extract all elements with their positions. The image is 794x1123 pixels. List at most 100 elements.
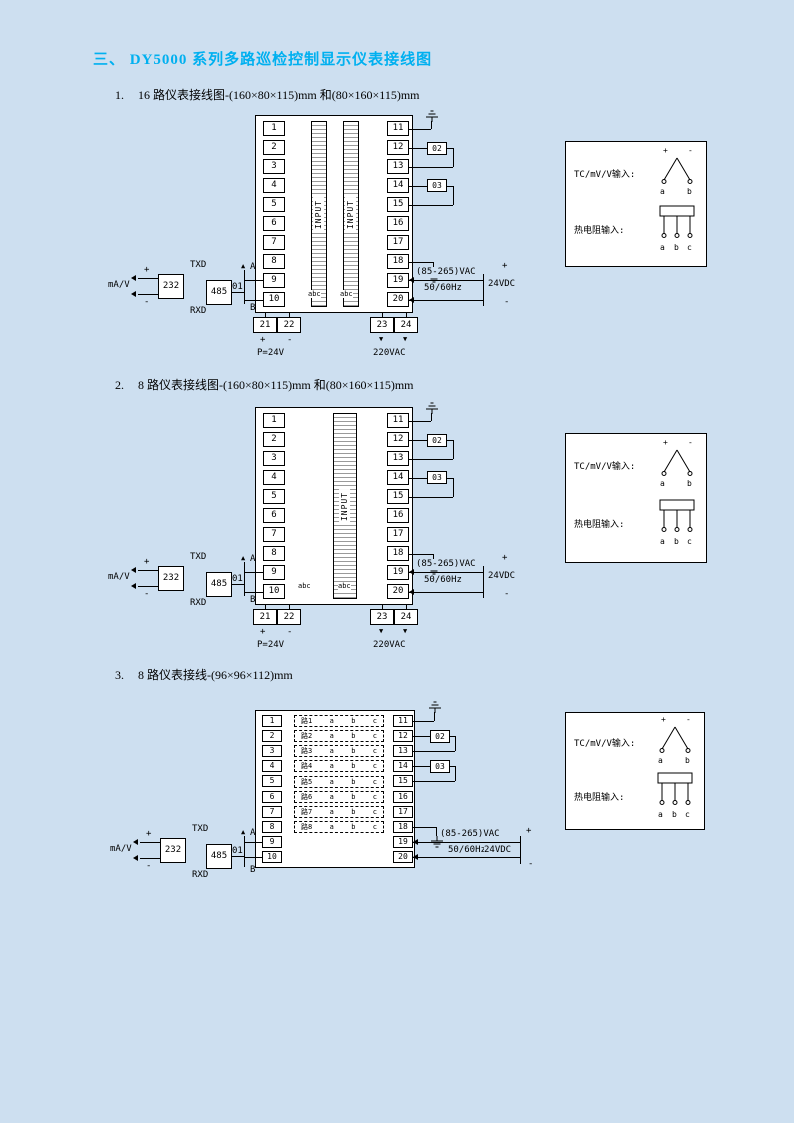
sensor-input-panel: TC/mV/V输入: + - a b 热电阻输入: a b c (565, 712, 705, 830)
rtd-terminal-c: c (685, 810, 690, 819)
terminal: 4 (263, 470, 285, 485)
wire (409, 280, 483, 281)
tc-plus: + (661, 715, 666, 724)
arrow-left-icon (133, 855, 138, 861)
terminal: 15 (393, 775, 413, 788)
vac-range-label: (85-265)VAC (416, 559, 476, 569)
arrow-up-icon: ▲ (241, 828, 246, 836)
terminal-a-label: a (329, 792, 334, 801)
arrow-down-icon: ▼ (379, 335, 384, 343)
terminal: 11 (393, 715, 413, 727)
terminal-c-label: c (372, 822, 377, 831)
rtd-terminal-a: a (660, 243, 665, 252)
terminal: 9 (262, 835, 282, 848)
ma-v-output-label: mA/V (108, 572, 130, 582)
channel-row: 路7 a b c (294, 805, 384, 818)
channel-row: 路5 a b c (294, 775, 384, 788)
terminal-c-label: c (372, 807, 377, 816)
wire (409, 592, 483, 593)
wire (265, 605, 266, 609)
tc-minus: - (686, 715, 691, 724)
ma-v-output-label: mA/V (108, 280, 130, 290)
terminal: 7 (263, 527, 285, 542)
wire (409, 459, 453, 460)
terminal: 9 (263, 273, 285, 288)
channel-row: 路8 a b c (294, 820, 384, 833)
rtd-terminal-b: b (674, 243, 679, 252)
wire (406, 313, 407, 317)
line-b-label: B (250, 595, 256, 605)
arrow-left-icon (409, 297, 414, 303)
terminal: 2 (263, 140, 285, 155)
arrow-down-icon: ▼ (379, 627, 384, 635)
arrow-left-icon (131, 275, 136, 281)
terminal-a-label: a (329, 717, 334, 725)
rxd-label: RXD (192, 870, 209, 880)
terminal: 1 (263, 121, 285, 136)
wire (436, 827, 437, 836)
arrow-up-icon: ▲ (241, 262, 246, 270)
wire (453, 440, 454, 459)
arrow-down-icon: ▼ (403, 627, 408, 635)
terminal: 10 (263, 584, 285, 599)
wire (244, 572, 263, 573)
input-connector-strip: INPUT (311, 121, 327, 307)
channel-label: 路3 (301, 747, 313, 756)
wire (244, 836, 245, 867)
ground-icon (426, 402, 438, 414)
wire (409, 262, 433, 263)
wire (431, 413, 432, 421)
plus-sign: + (260, 627, 266, 637)
tc-minus: - (688, 438, 693, 447)
terminal: 8 (263, 254, 285, 269)
wire (382, 313, 383, 317)
p24v-label: P=24V (257, 348, 285, 358)
terminal: 22 (277, 317, 301, 333)
wire (453, 186, 454, 205)
channel-label: 路7 (301, 807, 313, 816)
wire (244, 270, 245, 304)
terminal: 16 (393, 790, 413, 803)
rs232-box: 232 (160, 838, 186, 863)
wire (244, 857, 262, 858)
vac-range-label: (85-265)VAC (440, 829, 500, 839)
thermocouple-icon (659, 726, 691, 753)
relay-output-02-box: 02 (427, 142, 447, 155)
tc-terminal-b: b (687, 187, 692, 196)
channel-row: 路6 a b c (294, 790, 384, 803)
terminal: 1 (263, 413, 285, 428)
terminal: 8 (262, 820, 282, 833)
wire (289, 605, 290, 609)
arrow-left-icon (413, 854, 418, 860)
terminal-b-label: b (351, 762, 356, 771)
terminal: 23 (370, 317, 394, 333)
terminal: 14 (393, 760, 413, 773)
tc-terminal-a: a (660, 479, 665, 488)
terminal-b-label: b (351, 792, 356, 801)
ground-icon (429, 701, 441, 713)
wire (413, 751, 455, 752)
arrow-down-icon: ▼ (403, 335, 408, 343)
terminal: 20 (387, 292, 409, 307)
wire (244, 280, 263, 281)
section-number: 2. (115, 378, 124, 392)
tc-plus: + (663, 438, 668, 447)
rtd-input-label: 热电阻输入: (574, 226, 625, 236)
section-3-heading: 3.8 路仪表接线-(96×96×112)mm (115, 666, 293, 683)
terminal: 3 (263, 451, 285, 466)
wire (413, 827, 436, 828)
wire (409, 554, 433, 555)
terminal: 5 (263, 197, 285, 212)
terminal: 6 (263, 216, 285, 231)
terminal-a-label: a (329, 732, 334, 741)
terminal: 15 (387, 489, 409, 504)
channel-rows: 路1 a b c 路2 a b c 路3 a b c 路4 a b c 路5 a… (294, 715, 384, 833)
minus-sign: - (528, 859, 534, 869)
terminal: 19 (393, 835, 413, 848)
wire (433, 262, 434, 271)
rxd-label: RXD (190, 306, 207, 316)
wire (382, 605, 383, 609)
